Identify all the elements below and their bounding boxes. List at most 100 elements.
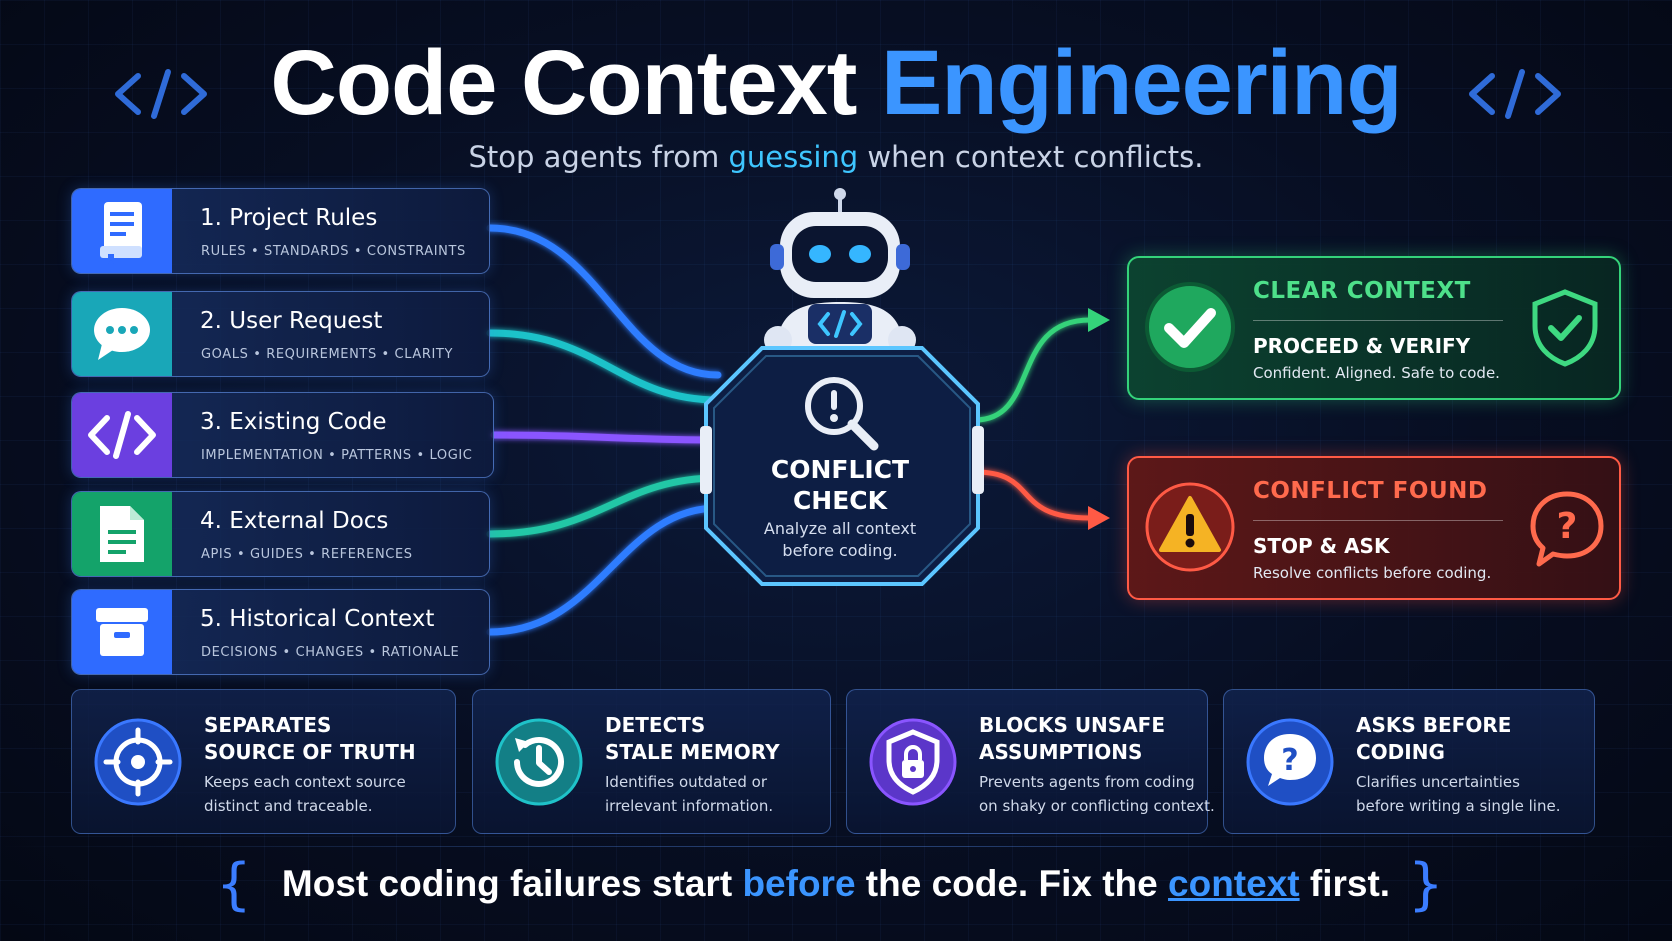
conflict-check-desc-line1: Analyze all context (763, 519, 917, 538)
source-title: 2. User Request (200, 308, 383, 334)
outcome-description: Resolve conflicts before coding. (1253, 564, 1492, 582)
source-subtitle: APIS • GUIDES • REFERENCES (201, 547, 413, 562)
book-icon (100, 202, 142, 264)
alert-magnifier-icon (805, 377, 879, 451)
feature-desc-line2: before writing a single line. (1356, 797, 1561, 815)
flow-line-5 (486, 504, 722, 636)
arrow-clear-icon (1088, 308, 1110, 332)
source-icon-box (72, 590, 172, 674)
target-icon (94, 718, 182, 806)
archive-icon (96, 608, 148, 656)
subtitle-post: when context conflicts. (867, 140, 1204, 174)
feature-title-line1: BLOCKS UNSAFE (979, 713, 1166, 737)
source-card-historical-context: 5. Historical Context DECISIONS • CHANGE… (71, 589, 490, 675)
history-icon (495, 718, 583, 806)
robot-icon (764, 188, 916, 356)
left-brace-icon: { (216, 852, 252, 917)
footer-tagline: Most coding failures start before the co… (0, 863, 1672, 905)
question-bubble-icon: ? (1530, 491, 1604, 567)
arrow-conflict-icon (1088, 506, 1110, 530)
page-title: Code Context Engineering (0, 28, 1672, 138)
feature-title: ASKS BEFORE CODING (1356, 712, 1511, 766)
outcome-divider (1253, 520, 1503, 521)
outcome-heading: PROCEED & VERIFY (1253, 334, 1471, 358)
feature-title-line1: DETECTS (605, 713, 706, 737)
conflict-check-title: CONFLICT CHECK (700, 454, 980, 516)
outcome-clear-context: CLEAR CONTEXT PROCEED & VERIFY Confident… (1127, 256, 1621, 400)
subtitle-pre: Stop agents from (468, 140, 720, 174)
conflict-check-title-line1: CONFLICT (770, 455, 910, 484)
footer-highlight-before: before (742, 863, 856, 904)
flow-line-1 (486, 224, 722, 379)
feature-title-line2: STALE MEMORY (605, 740, 780, 764)
flow-line-4 (486, 474, 722, 538)
footer-divider (0, 846, 1672, 847)
svg-text:?: ? (1557, 506, 1578, 547)
feature-description: Clarifies uncertainties before writing a… (1356, 770, 1560, 818)
feature-desc-line1: Identifies outdated or (605, 773, 768, 791)
footer-part3: first. (1309, 863, 1391, 904)
outcome-heading: STOP & ASK (1253, 534, 1390, 558)
flow-line-3 (490, 431, 722, 444)
feature-title-line1: SEPARATES (204, 713, 332, 737)
right-brace-icon: } (1408, 852, 1444, 917)
code-bracket-right-icon (1469, 69, 1561, 119)
source-icon-box (72, 292, 172, 376)
feature-card-source-of-truth: SEPARATES SOURCE OF TRUTH Keeps each con… (71, 689, 456, 834)
feature-desc-line1: Keeps each context source (204, 773, 406, 791)
flow-line-conflict (972, 469, 1093, 521)
footer-highlight-context: context (1168, 863, 1300, 904)
feature-desc-line2: irrelevant information. (605, 797, 774, 815)
title-main: Code Context (270, 32, 857, 134)
shield-lock-icon (869, 718, 957, 806)
code-icon (88, 411, 156, 459)
feature-title: BLOCKS UNSAFE ASSUMPTIONS (979, 712, 1165, 766)
footer-part2: the code. Fix the (865, 863, 1158, 904)
flow-line-clear (972, 317, 1093, 423)
flow-line-2 (486, 329, 722, 404)
source-title: 5. Historical Context (200, 606, 435, 632)
conflict-check-hub (700, 346, 984, 586)
feature-title-line2: CODING (1356, 740, 1445, 764)
outcome-description: Confident. Aligned. Safe to code. (1253, 364, 1500, 382)
document-icon (100, 506, 144, 562)
feature-description: Prevents agents from coding on shaky or … (979, 770, 1215, 818)
source-card-external-docs: 4. External Docs APIS • GUIDES • REFEREN… (71, 491, 490, 577)
source-subtitle: RULES • STANDARDS • CONSTRAINTS (201, 244, 466, 259)
feature-card-unsafe-assumptions: BLOCKS UNSAFE ASSUMPTIONS Prevents agent… (846, 689, 1215, 834)
feature-desc-line2: on shaky or conflicting context. (979, 797, 1215, 815)
feature-title-line2: ASSUMPTIONS (979, 740, 1143, 764)
outcome-title: CONFLICT FOUND (1253, 478, 1488, 504)
source-subtitle: DECISIONS • CHANGES • RATIONALE (201, 645, 460, 660)
feature-desc-line1: Clarifies uncertainties (1356, 773, 1520, 791)
check-circle-icon (1145, 282, 1235, 372)
source-title: 1. Project Rules (200, 205, 378, 231)
outcome-conflict-found: CONFLICT FOUND STOP & ASK Resolve confli… (1127, 456, 1621, 600)
question-bubble-icon: ? (1246, 718, 1334, 806)
svg-text:?: ? (1281, 743, 1298, 778)
source-icon-box (72, 189, 172, 273)
feature-card-stale-memory: DETECTS STALE MEMORY Identifies outdated… (472, 689, 831, 834)
source-subtitle: GOALS • REQUIREMENTS • CLARITY (201, 347, 454, 362)
feature-title: DETECTS STALE MEMORY (605, 712, 780, 766)
source-title: 4. External Docs (200, 508, 389, 534)
feature-description: Keeps each context source distinct and t… (204, 770, 406, 818)
source-icon-box (72, 492, 172, 576)
source-icon-box (72, 393, 172, 477)
feature-card-asks-before-coding: ? ASKS BEFORE CODING Clarifies uncertain… (1223, 689, 1595, 834)
warning-icon (1145, 482, 1235, 572)
feature-desc-line1: Prevents agents from coding (979, 773, 1195, 791)
conflict-check-description: Analyze all context before coding. (700, 518, 980, 562)
feature-title: SEPARATES SOURCE OF TRUTH (204, 712, 416, 766)
conflict-check-title-line2: CHECK (792, 486, 888, 515)
source-card-user-request: 2. User Request GOALS • REQUIREMENTS • C… (71, 291, 490, 377)
outcome-divider (1253, 320, 1503, 321)
feature-title-line2: SOURCE OF TRUTH (204, 740, 416, 764)
conflict-check-desc-line2: before coding. (782, 541, 898, 560)
title-accent: Engineering (880, 32, 1403, 134)
feature-title-line1: ASKS BEFORE (1356, 713, 1512, 737)
source-subtitle: IMPLEMENTATION • PATTERNS • LOGIC (201, 448, 473, 463)
page-subtitle: Stop agents from guessing when context c… (0, 140, 1672, 174)
feature-desc-line2: distinct and traceable. (204, 797, 373, 815)
